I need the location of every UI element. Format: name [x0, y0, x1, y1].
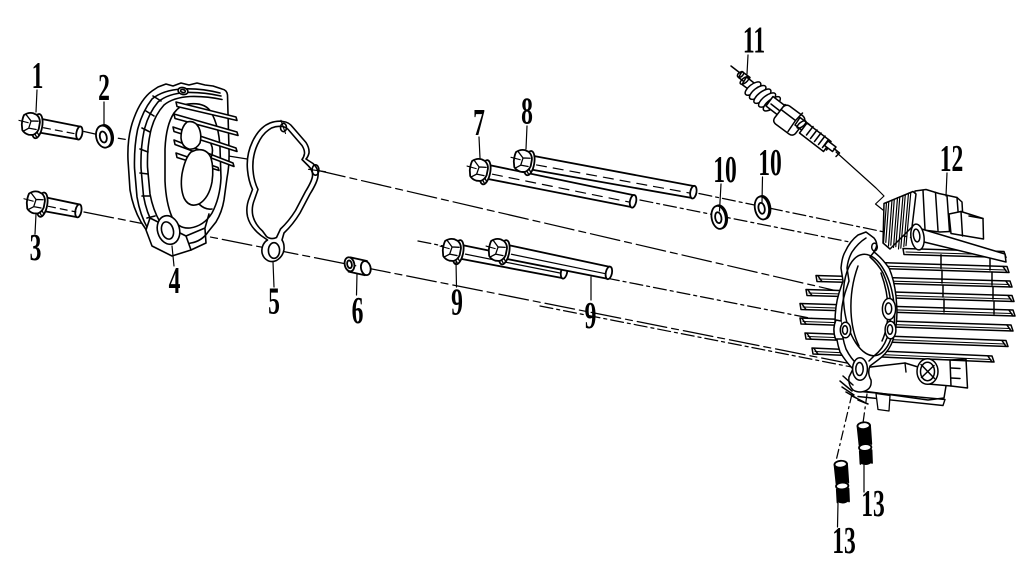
svg-text:12: 12	[940, 137, 964, 179]
svg-text:3: 3	[30, 226, 42, 268]
svg-text:6: 6	[352, 289, 364, 331]
svg-text:8: 8	[521, 90, 533, 132]
svg-text:9: 9	[451, 281, 463, 323]
svg-text:9: 9	[585, 294, 597, 336]
svg-text:1: 1	[32, 54, 44, 96]
svg-text:4: 4	[169, 259, 181, 301]
svg-text:11: 11	[743, 19, 765, 61]
svg-text:10: 10	[758, 141, 782, 183]
svg-text:5: 5	[268, 280, 280, 322]
svg-text:13: 13	[832, 519, 856, 561]
svg-text:2: 2	[98, 66, 110, 108]
svg-text:7: 7	[473, 101, 485, 143]
svg-text:10: 10	[713, 148, 737, 190]
svg-text:13: 13	[861, 482, 885, 524]
